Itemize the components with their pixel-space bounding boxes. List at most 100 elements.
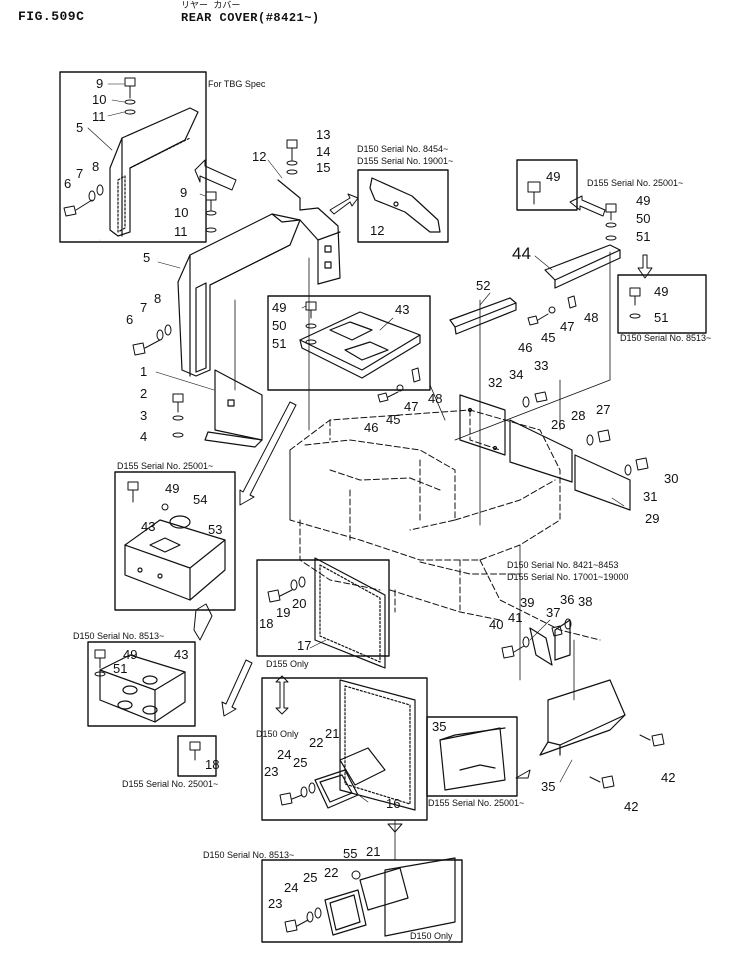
bracket-12-inset [369,177,441,233]
note-inset49-d155: D155 Serial No. 25001~ [587,178,684,188]
callout-10: 10 [92,92,107,107]
callout-49: 49 [165,481,180,496]
callout-51: 51 [654,310,669,325]
callout-8: 8 [92,159,100,174]
fasteners [63,77,665,933]
callout-48: 48 [428,391,443,406]
callout-26: 26 [551,417,566,432]
callout-48: 48 [584,310,599,325]
callout-11: 11 [92,109,106,124]
callout-29: 29 [645,511,660,526]
callout-54: 54 [193,492,208,507]
bracket-12 [277,179,341,285]
callout-1: 1 [140,364,148,379]
callout-49-inset: 49 [546,169,561,184]
callout-40: 40 [489,617,504,632]
callout-51: 51 [113,661,128,676]
note-bracket-d155: D155 Serial No. 17001~19000 [507,572,629,582]
note-inset12-d155: D155 Serial No. 19001~ [357,156,454,166]
note-inset35-d155: D155 Serial No. 25001~ [428,798,525,808]
callout-9: 9 [180,185,188,200]
plate-43 [299,311,421,379]
callout-30: 30 [664,471,679,486]
plate-1 [204,369,263,448]
callout-39: 39 [520,595,535,610]
callout-52: 52 [476,278,491,293]
callout-32: 32 [488,375,503,390]
callout-7: 7 [76,166,84,181]
callout-45: 45 [541,330,556,345]
callout-10: 10 [174,205,189,220]
callout-leaders [87,83,625,803]
callout-31: 31 [643,489,658,504]
callout-50: 50 [272,318,287,333]
callout-43: 43 [174,647,189,662]
callout-53: 53 [208,522,223,537]
callout-33: 33 [534,358,549,373]
callout-37: 37 [546,605,561,620]
callout-8: 8 [154,291,162,306]
cover-35-main [539,679,626,756]
callout-43: 43 [395,302,410,317]
callout-16: 16 [386,796,401,811]
callout-18: 18 [205,757,220,772]
callout-20: 20 [292,596,307,611]
leader-lines [234,251,611,861]
panel-bottom [324,857,456,937]
plate-29 [574,454,631,511]
note-d150-only-bottom: D150 Only [410,931,453,941]
callout-46: 46 [364,420,379,435]
callout-15: 15 [316,160,331,175]
note-tbg-spec: For TBG Spec [208,79,266,89]
gasket-22 [314,769,359,809]
rear-cover-main [177,213,301,377]
callout-25: 25 [293,755,308,770]
note-inset43-d155: D155 Serial No. 25001~ [117,461,214,471]
callout-4: 4 [140,429,148,444]
callout-13: 13 [316,127,331,142]
callout-51: 51 [636,229,651,244]
callout-55: 55 [343,846,358,861]
callout-45: 45 [386,412,401,427]
callout-17: 17 [297,638,312,653]
callout-35: 35 [541,779,556,794]
note-inset12-d150: D150 Serial No. 8454~ [357,144,449,154]
figure-label: FIG.509C [18,9,85,24]
callout-23: 23 [268,896,283,911]
callout-21: 21 [366,844,381,859]
inset-frames [59,71,707,943]
callout-46: 46 [518,340,533,355]
callout-42: 42 [661,770,676,785]
callout-6: 6 [126,312,134,327]
callout-50: 50 [636,211,651,226]
panel-16 [339,679,416,811]
note-bracket-d150: D150 Serial No. 8421~8453 [507,560,619,570]
callout-51: 51 [272,336,287,351]
page-title: REAR COVER(#8421~) [181,11,320,25]
callout-6: 6 [64,176,72,191]
bracket-39 [529,619,571,666]
callout-12-inset: 12 [370,223,385,238]
machine-body-outline [289,409,601,641]
callout-42: 42 [624,799,639,814]
callout-18: 18 [259,616,274,631]
callout-49: 49 [654,284,669,299]
callout-12: 12 [252,149,267,164]
plate-43-inset-b [99,654,186,723]
callout-22: 22 [324,865,339,880]
callout-21: 21 [325,726,340,741]
bracket-44 [544,244,621,289]
callout-27: 27 [596,402,611,417]
callout-9: 9 [96,76,104,91]
callout-38: 38 [578,594,593,609]
callout-47: 47 [560,319,575,334]
callout-19: 19 [276,605,291,620]
callout-22: 22 [309,735,324,750]
cover-35-inset [439,727,506,791]
callout-24: 24 [284,880,299,895]
note-inset43-d150: D150 Serial No. 8513~ [73,631,165,641]
plate-26 [509,419,573,483]
callout-49: 49 [272,300,287,315]
